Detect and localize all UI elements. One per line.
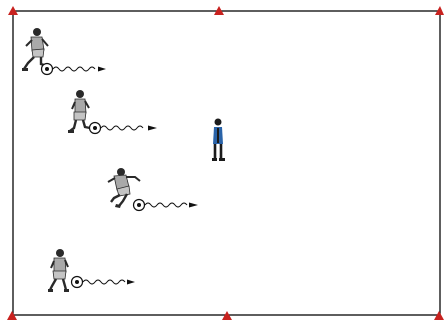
soccer-ball-icon [90,123,101,134]
soccer-ball-icon [134,200,145,211]
soccer-ball-icon [72,277,83,288]
soccer-ball-icon [42,64,53,75]
